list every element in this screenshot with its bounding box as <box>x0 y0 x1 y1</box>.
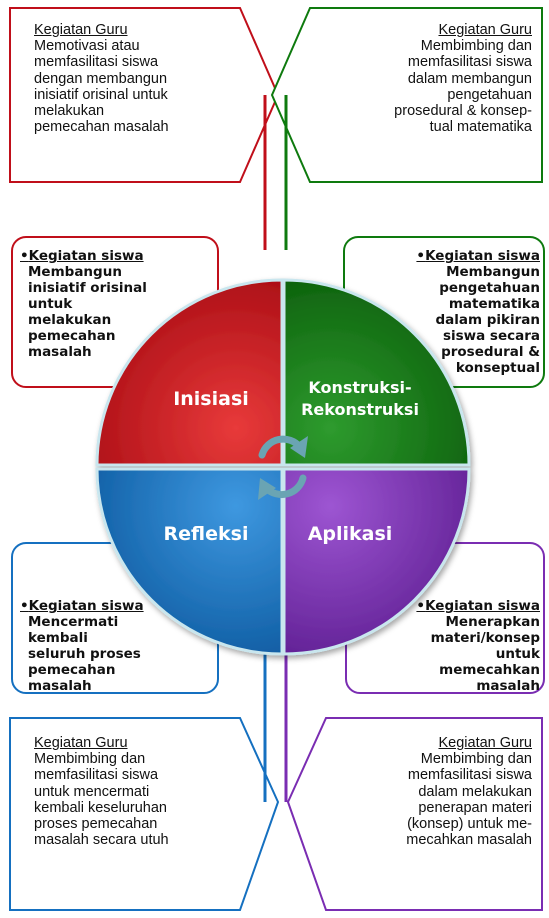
label-konstruksi-line2: Rekonstruksi <box>301 400 419 419</box>
siswa-line: untuk <box>28 296 73 312</box>
guru-line: tual matematika <box>429 119 532 136</box>
siswa-line: matematika <box>448 296 540 312</box>
guru-heading-top-left: Kegiatan Guru <box>34 22 128 38</box>
siswa-line: Membangun <box>28 264 122 280</box>
guru-line: Membimbing dan <box>420 38 532 55</box>
guru-line: Memotivasi atau <box>34 38 140 55</box>
guru-text-top-left: Kegiatan Guru Memotivasi atau memfasilit… <box>34 22 169 135</box>
siswa-line: pengetahuan <box>439 280 540 296</box>
siswa-line: kembali <box>28 630 88 646</box>
guru-line: mecahkan masalah <box>406 832 532 849</box>
siswa-text-top-right: •Kegiatan siswa Membangun pengetahuan ma… <box>416 248 540 376</box>
siswa-line: seluruh proses <box>28 646 141 662</box>
siswa-text-top-left: •Kegiatan siswa Membangun inisiatif oris… <box>20 248 147 360</box>
siswa-line: Menerapkan <box>445 614 541 630</box>
guru-line: memfasilitasi siswa <box>407 54 532 71</box>
siswa-line: Mencermati <box>28 614 119 630</box>
siswa-line: untuk <box>495 646 540 662</box>
label-inisiasi: Inisiasi <box>173 388 249 410</box>
siswa-heading-label: Kegiatan siswa <box>425 248 540 264</box>
cycle-arrows-icon <box>258 435 308 500</box>
guru-line: prosedural & konsep- <box>394 103 532 120</box>
guru-line: penerapan materi <box>418 799 532 816</box>
siswa-heading-top-left: •Kegiatan siswa <box>20 248 144 264</box>
siswa-line: materi/konsep <box>430 630 540 646</box>
siswa-line: masalah <box>476 678 540 694</box>
guru-line: inisiatif orisinal untuk <box>34 86 168 103</box>
quadrant-inisiasi <box>95 278 284 467</box>
guru-line: melakukan <box>34 103 105 120</box>
guru-line: proses pemecahan <box>34 816 158 833</box>
quadrant-refleksi <box>95 467 284 656</box>
siswa-heading-top-right: •Kegiatan siswa <box>416 248 540 264</box>
siswa-line: pemecahan <box>28 662 116 678</box>
siswa-line: konseptual <box>455 360 540 376</box>
guru-line: kembali keseluruhan <box>34 799 167 816</box>
guru-text-top-right: Kegiatan Guru Membimbing dan memfasilita… <box>394 22 532 135</box>
siswa-heading-label: Kegiatan siswa <box>28 598 144 614</box>
siswa-line: masalah <box>28 678 92 694</box>
guru-heading-top-right: Kegiatan Guru <box>438 22 532 38</box>
guru-box-top-right <box>270 7 543 183</box>
label-aplikasi: Aplikasi <box>308 523 393 545</box>
quadrant-konstruksi <box>282 278 471 467</box>
guru-line: masalah secara utuh <box>34 832 169 849</box>
guru-line: dalam melakukan <box>418 783 532 800</box>
siswa-heading-bottom-left: •Kegiatan siswa <box>20 598 144 614</box>
guru-line: dalam membangun <box>407 70 532 87</box>
guru-heading-bottom-left: Kegiatan Guru <box>34 735 128 751</box>
guru-line: untuk mencermati <box>34 783 150 800</box>
guru-line: Membimbing dan <box>34 751 146 768</box>
guru-line: pengetahuan <box>447 86 532 103</box>
siswa-line: melakukan <box>28 312 112 328</box>
siswa-line: Membangun <box>446 264 540 280</box>
siswa-line: inisiatif orisinal <box>28 280 147 296</box>
guru-line: memfasilitasi siswa <box>34 54 159 71</box>
quadrant-aplikasi <box>282 467 471 656</box>
guru-line: (konsep) untuk me- <box>407 816 532 833</box>
guru-heading-bottom-right: Kegiatan Guru <box>438 735 532 751</box>
guru-line: memfasilitasi siswa <box>407 767 532 784</box>
siswa-line: masalah <box>28 344 92 360</box>
guru-text-bottom-right: Kegiatan Guru Membimbing dan memfasilita… <box>406 735 532 848</box>
guru-box-bottom-right <box>286 717 543 911</box>
siswa-line: pemecahan <box>28 328 116 344</box>
guru-box-bottom-left <box>9 717 280 911</box>
siswa-text-bottom-left: •Kegiatan siswa Mencermati kembali selur… <box>20 598 144 694</box>
siswa-line: siswa secara <box>442 328 540 344</box>
label-refleksi: Refleksi <box>164 523 249 545</box>
guru-line: dengan membangun <box>34 70 168 87</box>
guru-text-bottom-left: Kegiatan Guru Membimbing dan memfasilita… <box>34 735 169 848</box>
guru-line: pemecahan masalah <box>34 119 169 136</box>
guru-line: memfasilitasi siswa <box>34 767 159 784</box>
siswa-text-bottom-right: •Kegiatan siswa Menerapkan materi/konsep… <box>416 598 540 694</box>
siswa-line: dalam pikiran <box>435 312 540 328</box>
guru-box-top-left <box>9 7 280 183</box>
siswa-line: prosedural & <box>441 344 540 360</box>
siswa-line: memecahkan <box>439 662 540 678</box>
siswa-heading-label: Kegiatan siswa <box>28 248 144 264</box>
label-konstruksi-line1: Konstruksi- <box>308 378 411 397</box>
guru-line: Membimbing dan <box>420 751 532 768</box>
siswa-heading-label: Kegiatan siswa <box>425 598 540 614</box>
siswa-heading-bottom-right: •Kegiatan siswa <box>416 598 540 614</box>
